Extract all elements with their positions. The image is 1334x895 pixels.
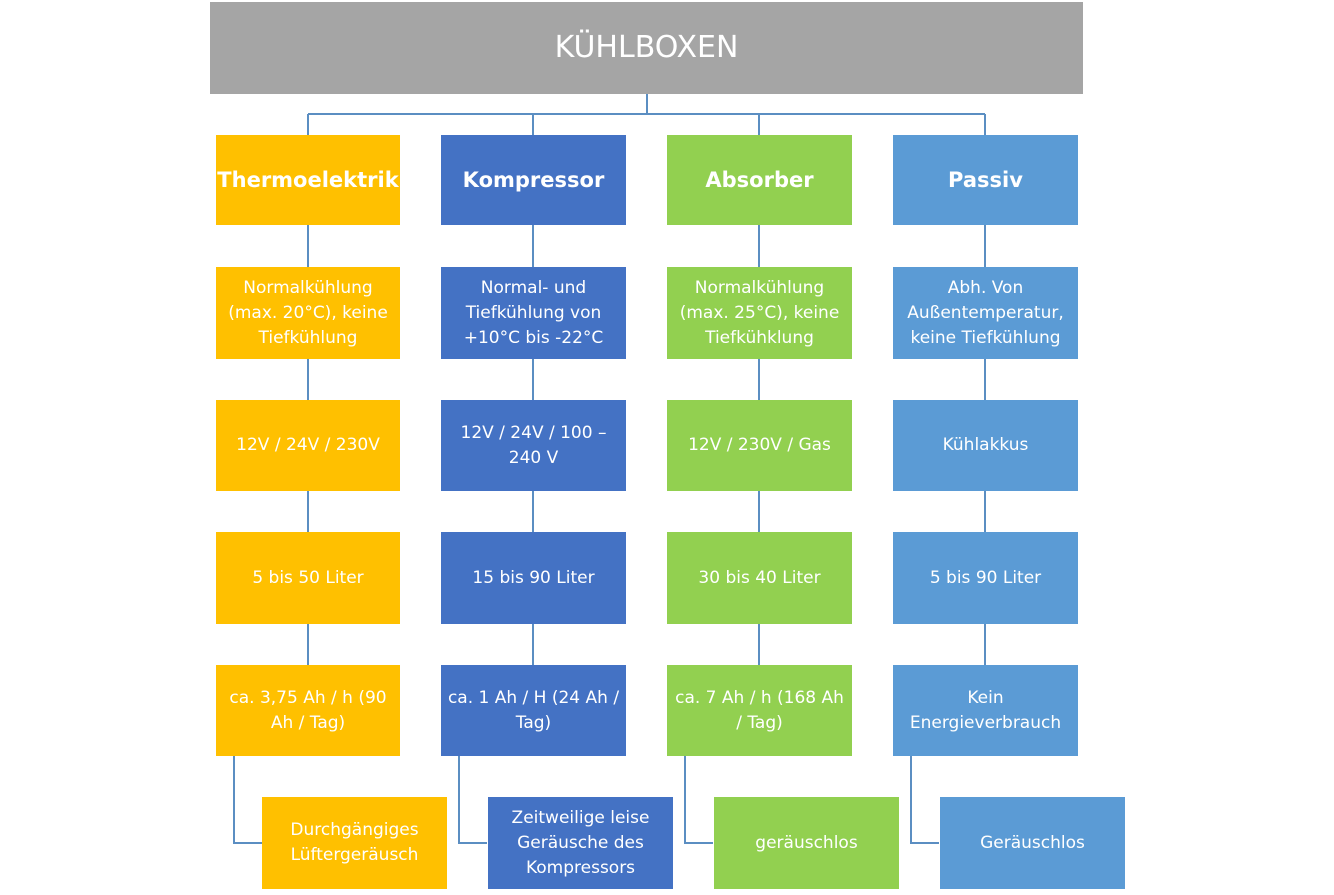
node-kompressor-voltage: 12V / 24V / 100 – 240 V xyxy=(441,400,626,491)
node-thermoelektrik-header: Thermoelektrik xyxy=(216,135,400,225)
node-thermoelektrik-voltage: 12V / 24V / 230V xyxy=(216,400,400,491)
node-passiv-volume: 5 bis 90 Liter xyxy=(893,532,1078,624)
connector-consumption-to-noise-3 xyxy=(910,756,939,844)
connector-consumption-to-noise-0 xyxy=(233,756,262,844)
node-thermoelektrik-consumption: ca. 3,75 Ah / h (90 Ah / Tag) xyxy=(216,665,400,756)
node-thermoelektrik-volume: 5 bis 50 Liter xyxy=(216,532,400,624)
root-node-kuehlboxen: KÜHLBOXEN xyxy=(210,2,1083,94)
node-absorber-noise: geräuschlos xyxy=(714,797,899,889)
node-absorber-volume: 30 bis 40 Liter xyxy=(667,532,852,624)
node-kompressor-consumption: ca. 1 Ah / H (24 Ah / Tag) xyxy=(441,665,626,756)
node-passiv-voltage: Kühlakkus xyxy=(893,400,1078,491)
node-kompressor-header: Kompressor xyxy=(441,135,626,225)
node-absorber-voltage: 12V / 230V / Gas xyxy=(667,400,852,491)
node-absorber-header: Absorber xyxy=(667,135,852,225)
node-passiv-consumption: Kein Energieverbrauch xyxy=(893,665,1078,756)
node-absorber-consumption: ca. 7 Ah / h (168 Ah / Tag) xyxy=(667,665,852,756)
connector-consumption-to-noise-2 xyxy=(684,756,713,844)
node-passiv-cooling: Abh. Von Außentemperatur, keine Tiefkühl… xyxy=(893,267,1078,359)
node-kompressor-volume: 15 bis 90 Liter xyxy=(441,532,626,624)
node-absorber-cooling: Normalkühlung (max. 25°C), keine Tiefküh… xyxy=(667,267,852,359)
node-thermoelektrik-cooling: Normalkühlung (max. 20°C), keine Tiefküh… xyxy=(216,267,400,359)
connector-consumption-to-noise-1 xyxy=(458,756,487,844)
node-passiv-header: Passiv xyxy=(893,135,1078,225)
node-kompressor-cooling: Normal- und Tiefkühlung von +10°C bis -2… xyxy=(441,267,626,359)
node-kompressor-noise: Zeitweilige leise Geräusche des Kompress… xyxy=(488,797,673,889)
node-passiv-noise: Geräuschlos xyxy=(940,797,1125,889)
node-thermoelektrik-noise: Durchgängiges Lüftergeräusch xyxy=(262,797,447,889)
